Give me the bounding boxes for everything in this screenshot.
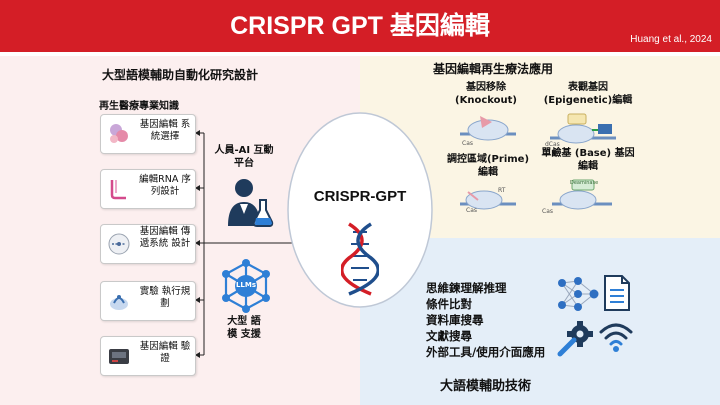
epigenetic-protein-icon xyxy=(550,113,616,144)
app-knockout-label: 基因移除 (Knockout) xyxy=(455,82,517,106)
neural-network-icon xyxy=(558,277,599,311)
technique-item: 資料庫搜尋 xyxy=(426,313,484,327)
rt-label: RT xyxy=(498,187,506,194)
scientist-icon xyxy=(228,179,274,227)
tools-gear-icon xyxy=(557,321,593,357)
page-title: CRISPR GPT 基因編輯 xyxy=(230,12,490,40)
header-bar xyxy=(0,0,720,52)
cas-label: Cas xyxy=(462,140,473,147)
knockout-protein-icon xyxy=(460,116,516,141)
rna-strand-icon xyxy=(110,180,126,200)
llm-badge: LLMs xyxy=(235,281,257,289)
card-label: 基因編輯 驗證 xyxy=(139,341,191,364)
technique-item: 思維鍊理解推理 xyxy=(426,281,507,295)
wifi-icon xyxy=(599,323,633,352)
llm-network-icon xyxy=(222,259,270,313)
deaminase-label: Deaminase xyxy=(570,180,599,186)
card-validation: 基因編輯 驗證 xyxy=(100,336,196,376)
dna-helix-icon xyxy=(341,222,379,296)
bottom-right-panel xyxy=(360,238,720,405)
left-panel-heading: 大型語模輔助自動化研究設計 xyxy=(102,68,259,82)
molecule-icon xyxy=(110,124,128,143)
technique-list: 思維鍊理解推理 條件比對 資料庫搜尋 文獻搜尋 外部工具/使用介面應用 xyxy=(426,280,545,360)
technique-item: 外部工具/使用介面應用 xyxy=(426,345,546,359)
card-rna-design: 編輯RNA 序列設計 xyxy=(100,169,196,209)
center-title: CRISPR-GPT xyxy=(313,188,407,205)
card-system-selection: 基因編輯 系統選擇 xyxy=(100,114,196,154)
knowledge-heading: 再生醫療專業知識 xyxy=(99,101,179,112)
llm-support-label: 大型 語模 支援 xyxy=(227,316,261,340)
card-label: 編輯RNA 序列設計 xyxy=(139,174,191,197)
sequencer-device-icon xyxy=(109,349,129,364)
cas-label-base: Cas xyxy=(542,208,553,215)
delivery-vector-icon xyxy=(108,233,130,255)
card-delivery-design: 基因編輯 傳遞系統 設計 xyxy=(100,224,196,264)
crispr-gpt-hub xyxy=(287,112,433,308)
applications-heading: 基因編輯再生療法應用 xyxy=(433,62,554,76)
prime-editor-icon xyxy=(460,190,516,210)
lab-hand-icon xyxy=(110,295,128,310)
card-experiment-planning: 實驗 執行規劃 xyxy=(100,281,196,321)
dcas-label: dCas xyxy=(545,141,560,148)
cas-label-prime: Cas xyxy=(466,207,477,214)
techniques-footer: 大語模輔助技術 xyxy=(440,379,532,394)
base-editor-icon xyxy=(552,179,612,210)
card-label: 實驗 執行規劃 xyxy=(139,286,191,309)
card-label: 基因編輯 系統選擇 xyxy=(139,119,191,142)
citation: Huang et al., 2024 xyxy=(630,34,712,45)
app-base-label: 單鹼基 (Base) 基因編輯 xyxy=(541,148,635,172)
human-ai-label: 人員-AI 互動平台 xyxy=(214,145,274,169)
document-icon xyxy=(604,275,630,311)
app-prime-label: 調控區域(Prime) 編輯 xyxy=(446,154,530,178)
technique-item: 文獻搜尋 xyxy=(426,329,472,343)
technique-item: 條件比對 xyxy=(426,297,472,311)
app-epigenetic-label: 表觀基因 (Epigenetic)編輯 xyxy=(543,82,633,106)
card-label: 基因編輯 傳遞系統 設計 xyxy=(139,226,191,249)
